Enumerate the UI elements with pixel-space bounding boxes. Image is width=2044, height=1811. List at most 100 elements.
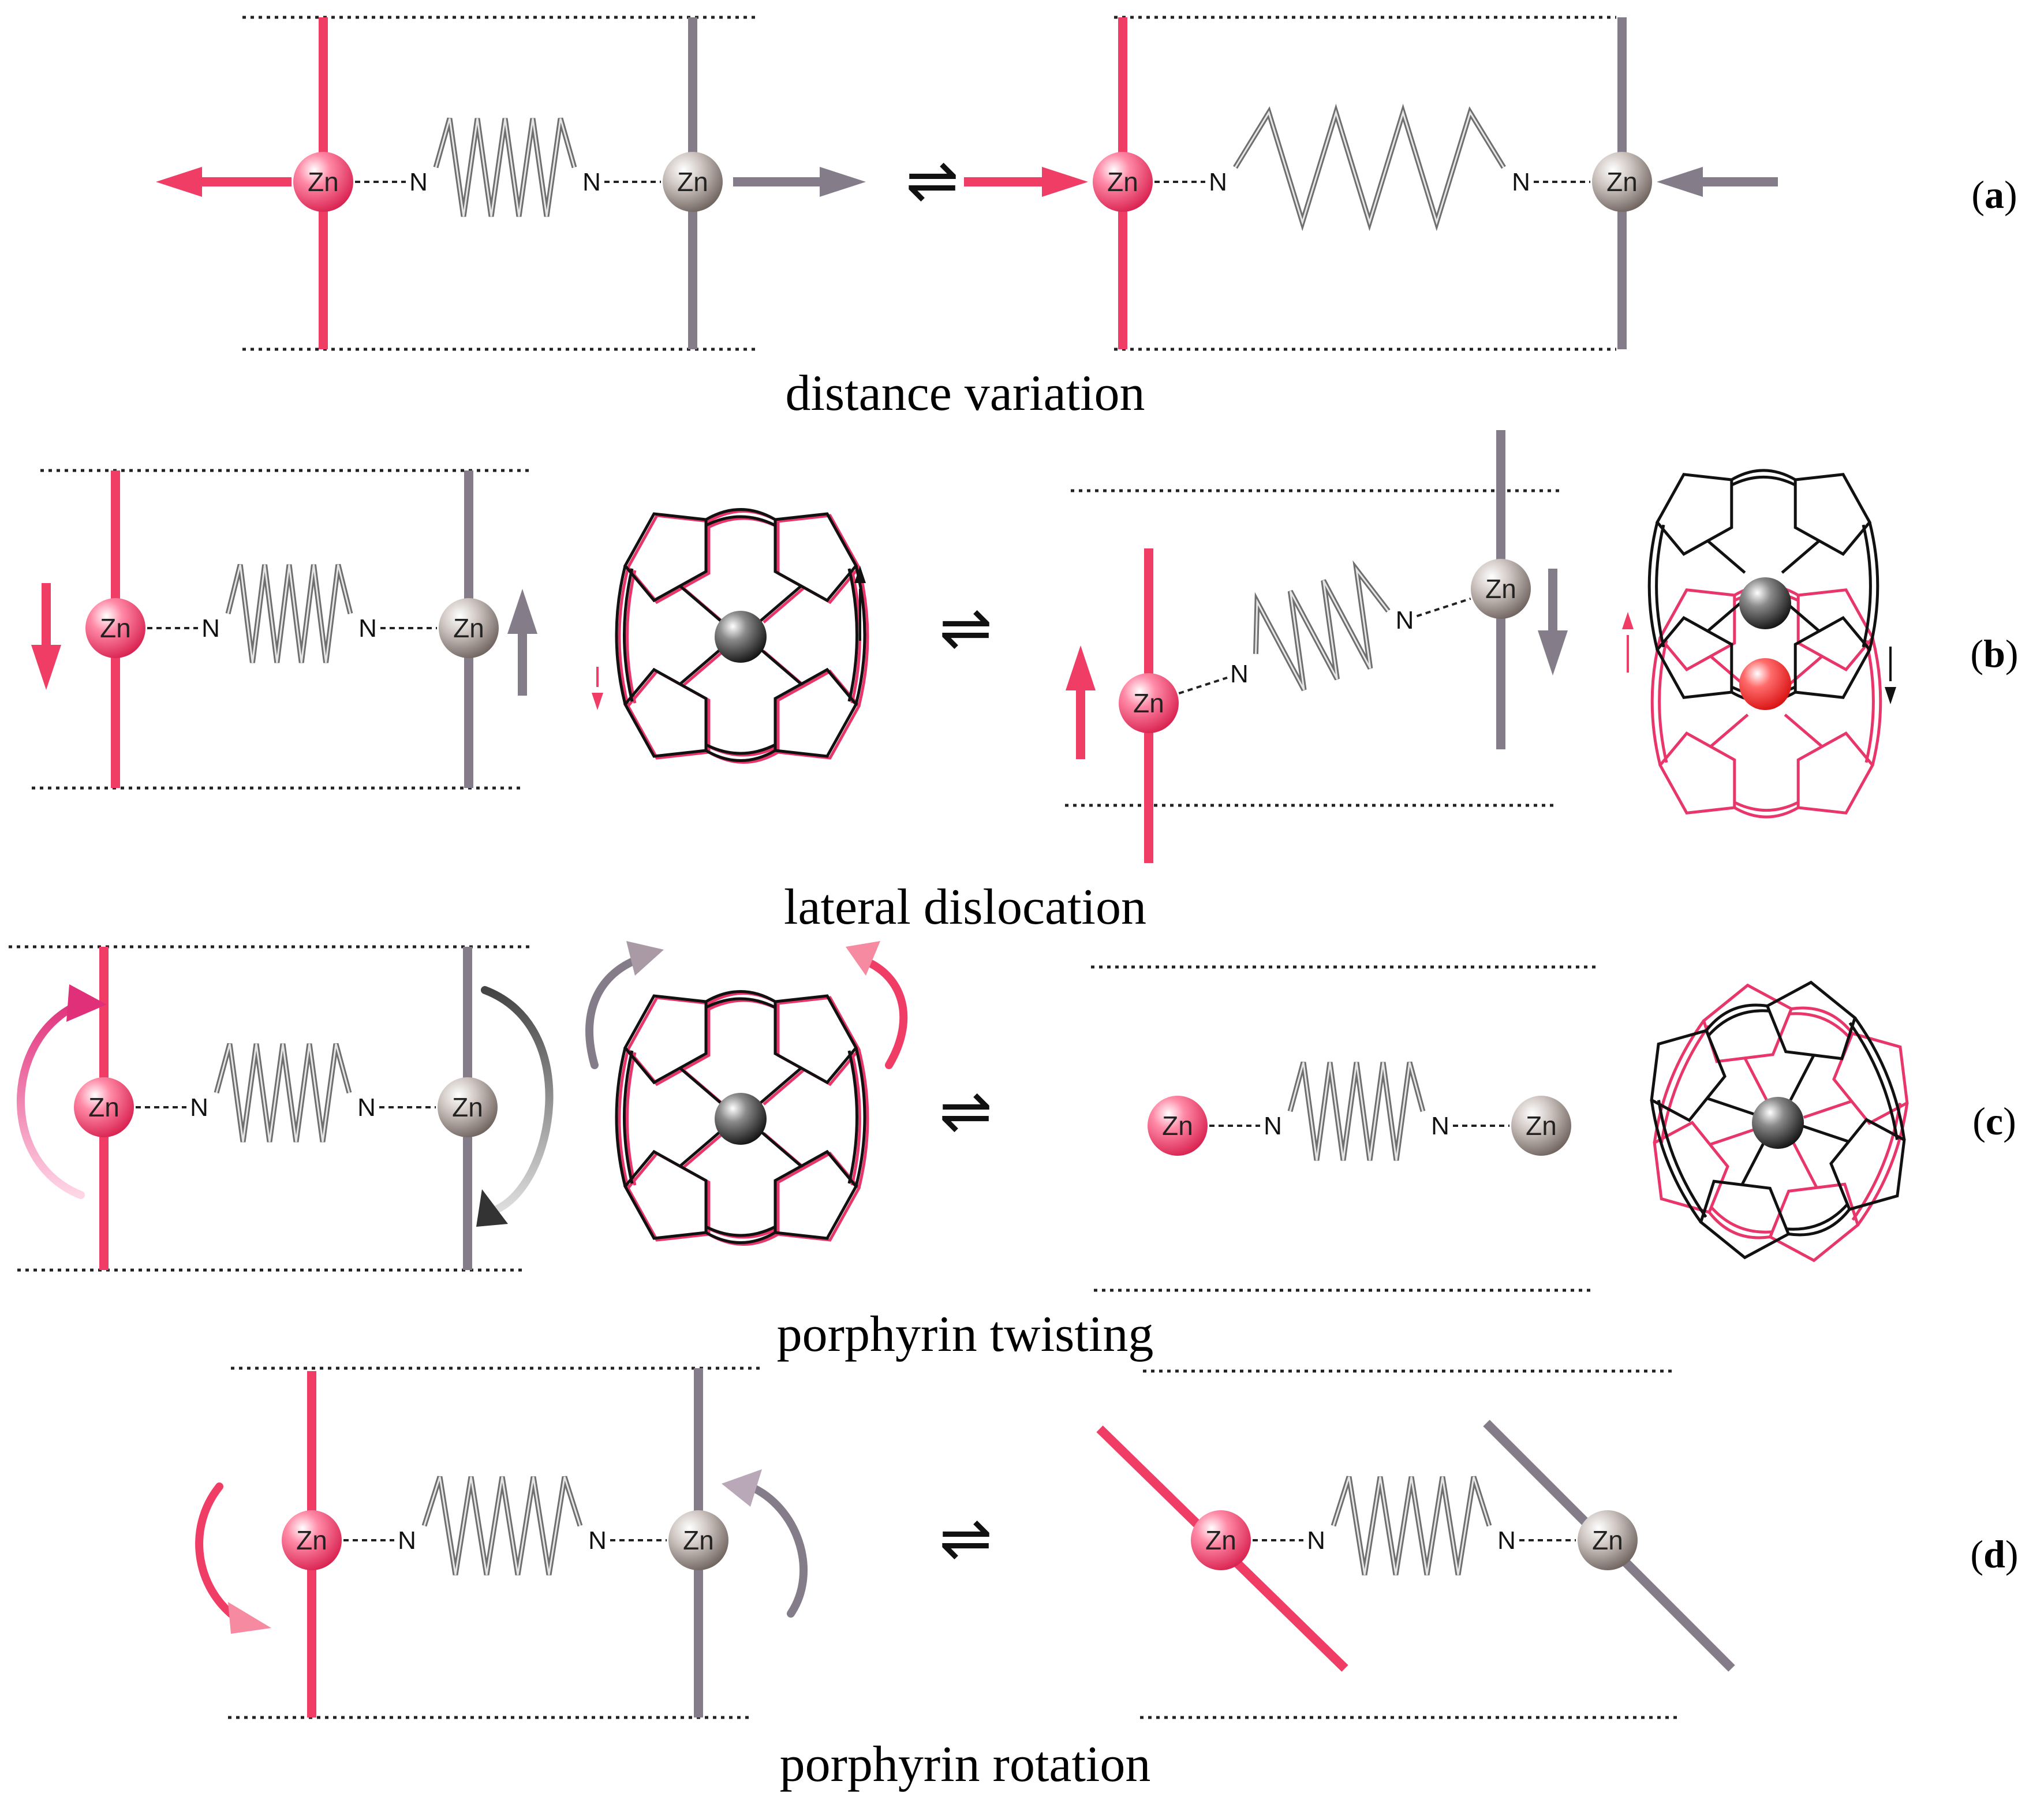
spring-linker <box>421 1476 583 1575</box>
small-up-arrow <box>854 566 866 641</box>
pyrrole-ring <box>623 667 708 758</box>
arrow-head <box>592 693 603 710</box>
coordination-bond <box>1416 598 1471 618</box>
pyrrole-ring <box>773 512 858 603</box>
zinc-sphere <box>663 152 723 212</box>
metal-sphere <box>1752 1097 1804 1149</box>
shift-up-arrow <box>507 589 537 696</box>
twist-arrow-porph-left <box>585 941 664 1069</box>
zinc-atom-gray: Zn <box>1511 1096 1571 1156</box>
zinc-atom-pink: Zn <box>293 152 353 212</box>
arc-shaft <box>862 957 908 1069</box>
pyrrole-ring <box>1653 1121 1729 1214</box>
meso-bridge <box>1851 1103 1909 1226</box>
meso-bridge <box>1731 469 1796 487</box>
small-down-arrow <box>592 667 603 710</box>
zinc-atom-pink: Zn <box>282 1510 342 1570</box>
meso-bridge <box>1707 1206 1773 1239</box>
spring-zigzag <box>1233 103 1506 231</box>
zinc-atom-pink: Zn <box>1119 673 1179 733</box>
twist-arrow-right <box>476 986 554 1227</box>
zinc-atom-gray: Zn <box>1578 1510 1638 1570</box>
zinc-label: Zn <box>1205 1525 1236 1555</box>
meso-bridge <box>615 565 634 705</box>
metal-n-bonds <box>1706 1054 1849 1186</box>
spring-highlight <box>227 564 352 663</box>
caption-a: distance variation <box>785 365 1145 421</box>
arrow-head <box>1657 167 1703 197</box>
nitrogen-label: N <box>1396 606 1414 634</box>
meso-bridge <box>615 1047 634 1187</box>
porphyrin-skeleton <box>615 990 866 1244</box>
zinc-sphere <box>439 598 499 658</box>
zinc-sphere <box>74 1077 134 1137</box>
rotation-arrow-left <box>195 1483 271 1634</box>
pyrrole-ring <box>1793 473 1872 556</box>
pyrrole-ring <box>1658 588 1736 671</box>
arc-head <box>722 1469 762 1507</box>
meso-bridge <box>1789 1006 1854 1040</box>
pyrrole-ring <box>776 514 861 604</box>
pyrrole-ring <box>623 512 708 603</box>
pyrrole-ring <box>626 514 711 604</box>
zinc-atom-pink: Zn <box>74 1077 134 1137</box>
nitrogen-label: N <box>1497 1526 1516 1555</box>
zinc-label: Zn <box>453 613 484 643</box>
push-together-arrow-right <box>1657 167 1778 197</box>
twist-arrow-left <box>17 984 107 1199</box>
zinc-sphere <box>1119 673 1179 733</box>
pyrrole-ring <box>1796 731 1875 815</box>
arrow-head <box>820 167 866 197</box>
zinc-label: Zn <box>1526 1111 1557 1141</box>
panel-label-d: (d) <box>1970 1532 2018 1576</box>
pyrrole-ring <box>1650 1029 1727 1122</box>
arrow-head <box>31 645 61 690</box>
zinc-sphere <box>282 1510 342 1570</box>
arrow-head <box>1538 630 1568 675</box>
zinc-label: Zn <box>677 167 708 197</box>
arc-shaft <box>585 954 645 1069</box>
spring-linker <box>1233 103 1506 231</box>
meso-bridge <box>1848 1017 1906 1140</box>
equilibrium-arrows: ⇌ <box>906 143 959 217</box>
zinc-atom-pink: Zn <box>1191 1510 1251 1570</box>
metal-sphere <box>1739 577 1791 629</box>
shift-down-arrow <box>31 583 61 690</box>
coordination-bond <box>1178 676 1228 694</box>
meso-bridge <box>705 508 776 527</box>
arc-head <box>228 1602 271 1634</box>
caption-d: porphyrin rotation <box>780 1737 1151 1793</box>
zinc-atom-gray: Zn <box>1471 559 1531 619</box>
nitrogen-label: N <box>582 168 601 196</box>
zinc-label: Zn <box>296 1525 327 1555</box>
zinc-sphere <box>1471 559 1531 619</box>
pyrrole-ring <box>773 1149 858 1240</box>
spring-highlight <box>435 118 576 217</box>
twist-arrow-porph-right <box>846 941 908 1069</box>
panel-label-a: (a) <box>1971 173 2017 216</box>
meso-bridge <box>705 990 776 1009</box>
spring-highlight <box>1289 1062 1424 1161</box>
zinc-sphere <box>85 598 145 658</box>
arrow-head <box>507 589 537 634</box>
arc-shaft <box>481 986 554 1213</box>
meso-bridge <box>1733 801 1799 819</box>
panel-label-b: (b) <box>1970 632 2018 675</box>
metal-sphere <box>715 1093 767 1145</box>
pyrrole-ring <box>626 669 711 760</box>
arc-shaft <box>195 1483 246 1626</box>
metal-n-bonds <box>1706 539 1821 633</box>
spring-highlight <box>215 1043 350 1142</box>
meso-bridge <box>705 1225 776 1244</box>
zinc-label: Zn <box>308 167 339 197</box>
spring-linker <box>214 1043 352 1142</box>
metal-n-bonds <box>679 1067 802 1167</box>
zinc-atom-gray: Zn <box>438 1077 498 1137</box>
spring-highlight <box>1254 566 1389 690</box>
zinc-sphere <box>438 1077 498 1137</box>
pyrrole-ring <box>776 1151 861 1242</box>
meso-bridge <box>618 1049 637 1189</box>
pyrrole-ring <box>623 1149 708 1240</box>
nitrogen-label: N <box>398 1526 416 1555</box>
pyrrole-ring <box>1832 1032 1909 1125</box>
